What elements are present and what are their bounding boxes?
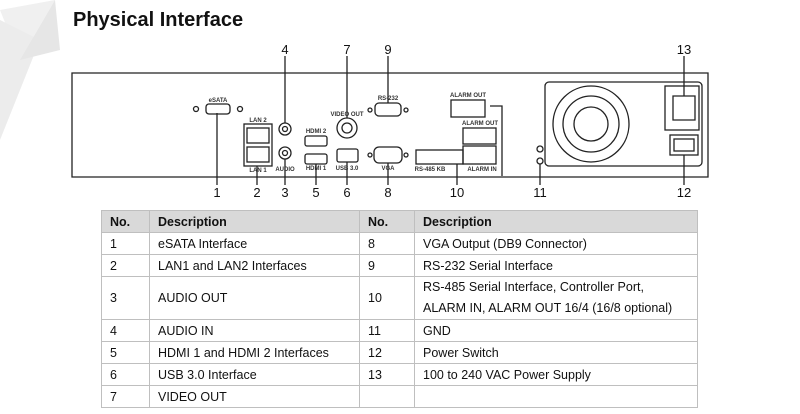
cell-description: eSATA Interface xyxy=(149,232,360,255)
cell-description: RS-232 Serial Interface xyxy=(414,254,698,277)
cell-description: VGA Output (DB9 Connector) xyxy=(414,232,698,255)
label-alarm-out: ALARM OUT xyxy=(450,93,486,99)
label-rs485: RS-485 KB xyxy=(415,167,446,173)
label-lan2: LAN 2 xyxy=(249,118,267,124)
cell-no: 3 xyxy=(101,276,150,320)
cell-description: Power Switch xyxy=(414,341,698,364)
cell-description: LAN1 and LAN2 Interfaces xyxy=(149,254,360,277)
cell-description: USB 3.0 Interface xyxy=(149,363,360,386)
cell-description: GND xyxy=(414,319,698,342)
cell-no: 11 xyxy=(359,319,415,342)
cell-description: AUDIO OUT xyxy=(149,276,360,320)
cell-no xyxy=(359,385,415,408)
cell-no: 4 xyxy=(101,319,150,342)
label-hdmi2: HDMI 2 xyxy=(306,129,327,135)
header-description-2: Description xyxy=(414,210,698,233)
callout-9: 9 xyxy=(384,42,391,57)
table-header: No. Description No. Description xyxy=(101,210,698,233)
label-hdmi1: HDMI 1 xyxy=(306,166,327,172)
callout-7: 7 xyxy=(343,42,350,57)
cell-no: 9 xyxy=(359,254,415,277)
decorative-watermark xyxy=(0,0,60,140)
cell-description: 100 to 240 VAC Power Supply xyxy=(414,363,698,386)
callout-1: 1 xyxy=(213,185,220,200)
label-usb: USB 3.0 xyxy=(336,166,359,172)
cell-description: HDMI 1 and HDMI 2 Interfaces xyxy=(149,341,360,364)
callout-8: 8 xyxy=(384,185,391,200)
cell-no: 8 xyxy=(359,232,415,255)
label-esata: eSATA xyxy=(209,98,228,104)
callout-10: 10 xyxy=(450,185,464,200)
cell-description: VIDEO OUT xyxy=(149,385,360,408)
cell-no: 10 xyxy=(359,276,415,320)
cell-no: 1 xyxy=(101,232,150,255)
callout-2: 2 xyxy=(253,185,260,200)
label-vga: VGA xyxy=(381,166,395,172)
header-no: No. xyxy=(101,210,150,233)
callout-5: 5 xyxy=(312,185,319,200)
label-audio: AUDIO xyxy=(275,167,295,173)
callout-6: 6 xyxy=(343,185,350,200)
cell-no: 13 xyxy=(359,363,415,386)
label-alarm-out-2: ALARM OUT xyxy=(462,121,498,127)
cell-no: 2 xyxy=(101,254,150,277)
callout-3: 3 xyxy=(281,185,288,200)
header-description: Description xyxy=(149,210,360,233)
cell-no: 5 xyxy=(101,341,150,364)
page-title: Physical Interface xyxy=(73,9,244,31)
cell-no: 6 xyxy=(101,363,150,386)
label-video-out: VIDEO OUT xyxy=(330,112,363,118)
cell-description: RS-485 Serial Interface, Controller Port… xyxy=(414,276,698,320)
cell-no: 12 xyxy=(359,341,415,364)
cell-no: 7 xyxy=(101,385,150,408)
cell-description: AUDIO IN xyxy=(149,319,360,342)
callout-4: 4 xyxy=(281,42,288,57)
label-lan1: LAN 1 xyxy=(249,168,267,174)
rear-panel-diagram: eSATA LAN 2 LAN 1 AUDIO HDMI 2 HDMI 1 US… xyxy=(71,42,709,200)
label-rs232: RS-232 xyxy=(378,96,399,102)
callout-13: 13 xyxy=(677,42,691,57)
callout-11: 11 xyxy=(533,185,547,200)
label-alarm-in: ALARM IN xyxy=(467,167,496,173)
callout-12: 12 xyxy=(677,185,691,200)
header-no-2: No. xyxy=(359,210,415,233)
cell-description xyxy=(414,385,698,408)
